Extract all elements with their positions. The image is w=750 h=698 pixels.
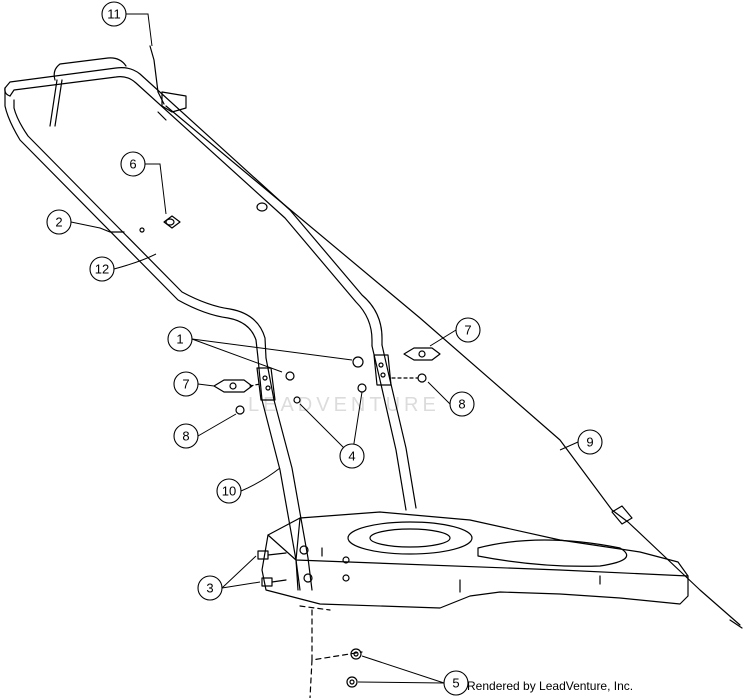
callout-label-5: 5 [452,676,459,691]
callout-label-4: 4 [348,449,355,464]
callout-label-1: 1 [176,332,183,347]
watermark-text: LEADVENTURE [248,394,440,416]
callout-label-7-right: 7 [464,323,471,338]
hardware-drawing [99,215,441,415]
callout-label-8-left: 8 [182,429,189,444]
callout-label-3: 3 [206,581,213,596]
callout-label-2: 2 [55,215,62,230]
callout-label-7-left: 7 [182,377,189,392]
callout-circles [46,1,603,696]
credit-text: Rendered by LeadVenture, Inc. [467,679,634,693]
mower-deck-drawing [261,511,689,609]
callout-label-9: 9 [586,435,593,450]
callout-label-12: 12 [95,262,109,277]
control-bail-drawing [149,45,187,121]
lower-hardware-drawing [299,605,363,698]
callout-label-6: 6 [129,157,136,172]
leader-lines [70,13,579,684]
callout-label-8-right: 8 [458,397,465,412]
nuts-drawing [346,648,362,688]
bolts-drawing [257,550,287,587]
lower-handle-drawing [256,344,417,591]
control-cable-drawing [165,105,743,629]
callout-label-10: 11 [107,7,121,22]
upper-handle-drawing [4,57,383,359]
callout-label-11: 10 [222,484,236,499]
